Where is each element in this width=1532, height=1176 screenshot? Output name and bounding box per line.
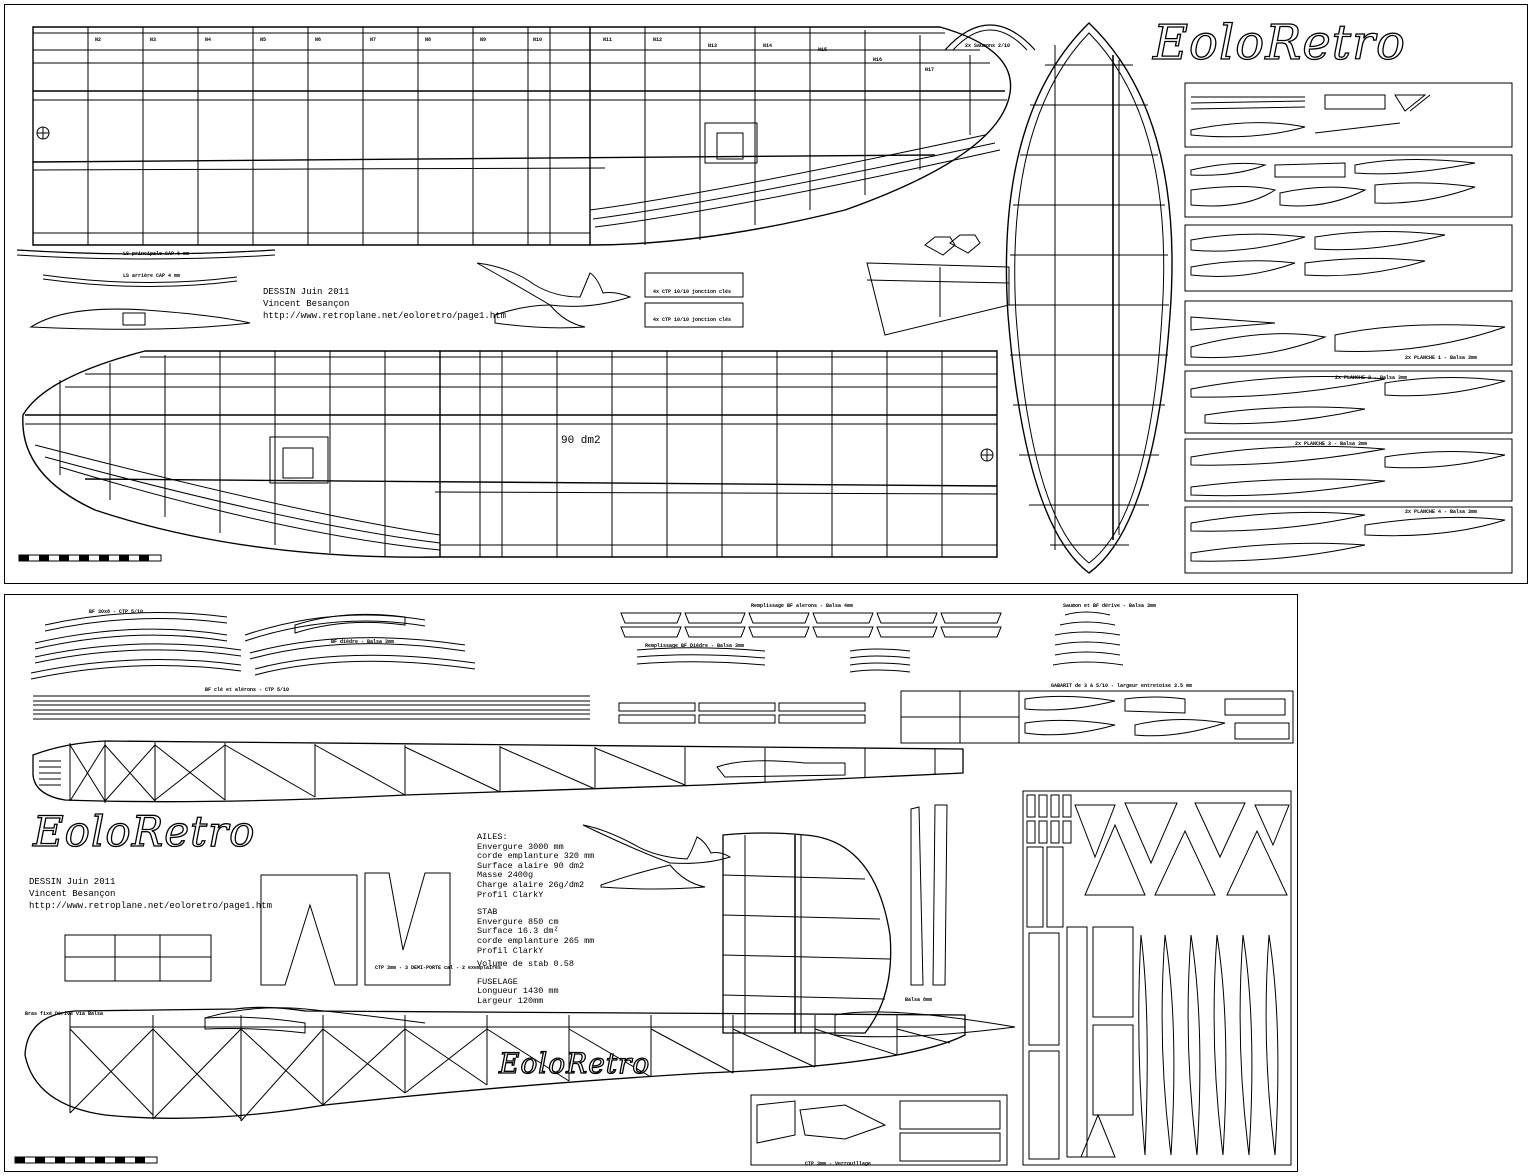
drawing-date: DESSIN Juin 2011	[263, 287, 350, 297]
drawing-author: Vincent Besançon	[29, 889, 116, 899]
wings-spec: Masse 2400g	[477, 870, 534, 881]
rib-label: N9	[480, 37, 487, 43]
planche-3-label: 2x PLANCHE 3 - Balsa 3mm	[1295, 441, 1368, 447]
fuselage-plan-sheet: EoloRetro EoloRetro DESSIN Juin 2011 Vin…	[4, 594, 1298, 1172]
rib-label: N4	[205, 37, 212, 43]
coffrage-label: Remplissage BF alerons - Balsa 4mm	[751, 603, 854, 609]
lock-part-label: CTP 3mm - Verrouillage	[805, 1161, 872, 1167]
wing-area-label: 90 dm2	[561, 435, 601, 447]
spar-label-rear: LS arrière CAP 4 mm	[123, 273, 181, 279]
wing-airfoil	[29, 308, 251, 330]
stabilizer-outline	[1005, 22, 1173, 574]
eoloretro-logo-bottom: EoloRetro	[32, 806, 256, 856]
rib-label: N8	[425, 37, 432, 43]
spar-label-main: LS principale CAP 6 mm	[123, 251, 190, 257]
rib-label: N15	[818, 47, 828, 53]
saumon-label: 2x Saumons 2/10	[965, 43, 1011, 49]
trailing-edge-label: BF clé et alérons - CTP 5/10	[205, 687, 290, 693]
rib-label: N13	[708, 43, 718, 49]
ba-strip-label: BF dièdre - Balsa 3mm	[331, 639, 395, 645]
wings-spec: Surface alaire 90 dm2	[477, 860, 585, 871]
rib-label: N5	[260, 37, 267, 43]
bf-filler-label: Remplissage BF Dièdre - Balsa 3mm	[645, 643, 745, 649]
wings-spec: Envergure 3000 mm	[477, 841, 564, 852]
rib-label: N10	[533, 37, 543, 43]
planche-4-label: 2x PLANCHE 4 - Balsa 3mm	[1405, 509, 1478, 515]
specifications-block: AILES: Envergure 3000 mm corde emplantur…	[477, 832, 595, 1007]
rib-label: N3	[150, 37, 157, 43]
drawing-url: http://www.retroplane.net/eoloretro/page…	[263, 311, 507, 321]
rudder-outline	[722, 832, 892, 1034]
fuselage-top-view	[32, 740, 964, 803]
fuselage-spec: Largeur 120mm	[477, 995, 544, 1006]
stab-spec: Surface 16.3 dm²	[477, 926, 559, 937]
saumon-stab-label: Saumon et BF dérive - Balsa 3mm	[1063, 603, 1157, 609]
rib-label: N6	[315, 37, 322, 43]
wings-spec: Profil ClarkY	[477, 889, 544, 900]
rib-label: N7	[370, 37, 377, 43]
drawing-url: http://www.retroplane.net/eoloretro/page…	[29, 901, 273, 911]
eoloretro-fuselage-logo: EoloRetro	[498, 1046, 651, 1080]
rib-label: N11	[603, 37, 613, 43]
drawing-author: Vincent Besançon	[263, 299, 350, 309]
balsa-strip-label: Balsa 8mm	[905, 997, 933, 1003]
stab-spec: Envergure 850 cm	[477, 916, 559, 927]
gabarit-label: GABARIT de 3 à 5/10 - largeur entretoise…	[1051, 683, 1193, 689]
planche-1-label: 2x PLANCHE 1 - Balsa 3mm	[1405, 355, 1478, 361]
planche-2-label: 2x PLANCHE 2 - Balsa 3mm	[1335, 375, 1408, 381]
eoloretro-logo-top: EoloRetro	[1152, 14, 1406, 71]
fuselage-plan-drawing	[14, 611, 1294, 1166]
fuselage-side-view	[24, 1006, 966, 1119]
rib-label: N17	[925, 67, 935, 73]
stab-title: STAB	[477, 907, 498, 918]
tail-brace-label: Bras fixé Dérive via Balsa	[25, 1011, 104, 1017]
fuselage-title: FUSELAGE	[477, 976, 518, 987]
half-frame-label: CTP 3mm - 3 DEMI-PORTE cal - 2 exemplair…	[375, 965, 502, 971]
wings-spec: corde emplanture 320 mm	[477, 851, 595, 862]
stab-spec: Profil ClarkY	[477, 945, 544, 956]
junction-label-1: 4x CTP 10/10 jonction clés	[653, 289, 732, 295]
upper-wing-outline	[32, 26, 1012, 246]
junction-label-2: 4x CTP 10/10 jonction clés	[653, 317, 732, 323]
wings-spec: Charge alaire 26g/dm2	[477, 879, 585, 890]
rib-label: N2	[95, 37, 102, 43]
wings-title: AILES:	[477, 832, 508, 842]
rib-label: N16	[873, 57, 883, 63]
lower-wing-outline	[22, 350, 998, 558]
rib-label: N12	[653, 37, 663, 43]
drawing-date: DESSIN Juin 2011	[29, 877, 116, 887]
fuselage-spec: Longueur 1430 mm	[477, 986, 559, 997]
wing-plan-sheet: EoloRetro DESSIN Juin 2011 Vincent Besan…	[4, 4, 1528, 584]
wing-plan-drawing	[16, 22, 1513, 574]
stab-spec: corde emplanture 265 mm	[477, 935, 595, 946]
stab-spec: Volume de stab 0.58	[477, 959, 574, 970]
bf-strip-label: BF 30x8 - CTP 5/10	[89, 609, 144, 615]
rib-label: N14	[763, 43, 773, 49]
